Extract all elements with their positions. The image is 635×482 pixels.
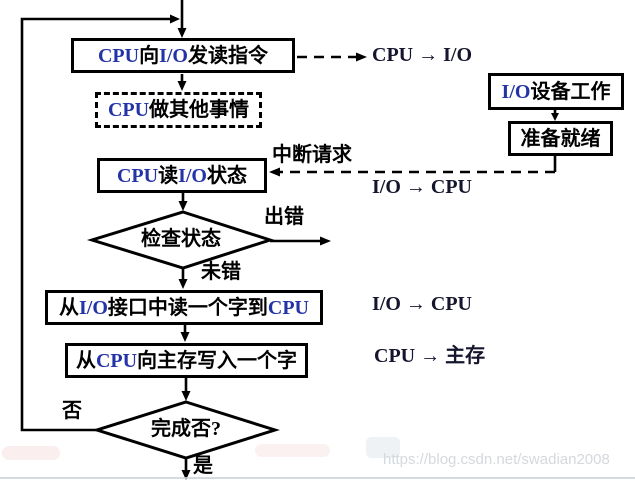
decision-done-label: 完成否?: [151, 418, 221, 440]
label-io-to-cpu-bottom: I/O → CPU: [372, 293, 472, 315]
arrowhead: [170, 14, 180, 24]
decision-check-status-label: 检查状态: [141, 228, 221, 250]
decision-done: [92, 400, 280, 460]
csdn-watermark: https://blog.csdn.net/swadian2008: [383, 451, 610, 468]
label-error-branch: 出错: [264, 206, 304, 228]
label-interrupt-request: 中断请求: [272, 144, 352, 166]
arrowhead: [178, 279, 188, 289]
arrowhead: [177, 81, 187, 91]
node-ready: 准备就绪: [508, 121, 613, 156]
arrowhead: [551, 113, 559, 121]
decision-check-status: [86, 210, 275, 270]
smudge-artifact: [366, 437, 400, 458]
smudge-artifact: [2, 446, 60, 460]
label-no-error-branch: 未错: [201, 261, 241, 283]
label-io-to-cpu-top: I/O → CPU: [372, 176, 472, 198]
arrowhead: [181, 391, 191, 401]
arrowhead: [177, 28, 187, 38]
smudge-artifact: [255, 444, 330, 457]
arrowhead: [269, 167, 280, 177]
arrowhead: [178, 201, 188, 211]
label-cpu-to-io: CPU → I/O: [372, 44, 472, 66]
node-io-device-working: I/O 设备工作: [488, 73, 624, 110]
node-cpu-read-io-status: CPU 读 I/O 状态: [97, 158, 267, 193]
arrowhead: [320, 236, 331, 246]
arrowhead: [356, 52, 367, 62]
arrowhead: [180, 332, 190, 342]
node-cpu-send-read-command: CPU 向 I/O 发读指令: [71, 38, 295, 73]
loop-back-line: [20, 17, 170, 432]
arrowhead: [181, 470, 191, 480]
bottom-divider-line: [0, 477, 635, 479]
node-write-word-to-memory: 从 CPU 向主存写入一个字: [65, 343, 308, 378]
node-cpu-does-other-things: CPU 做其他事情: [95, 92, 262, 128]
label-cpu-to-memory: CPU → 主存: [374, 345, 486, 367]
label-yes-branch: 是: [193, 455, 213, 477]
label-no-branch: 否: [62, 400, 82, 422]
